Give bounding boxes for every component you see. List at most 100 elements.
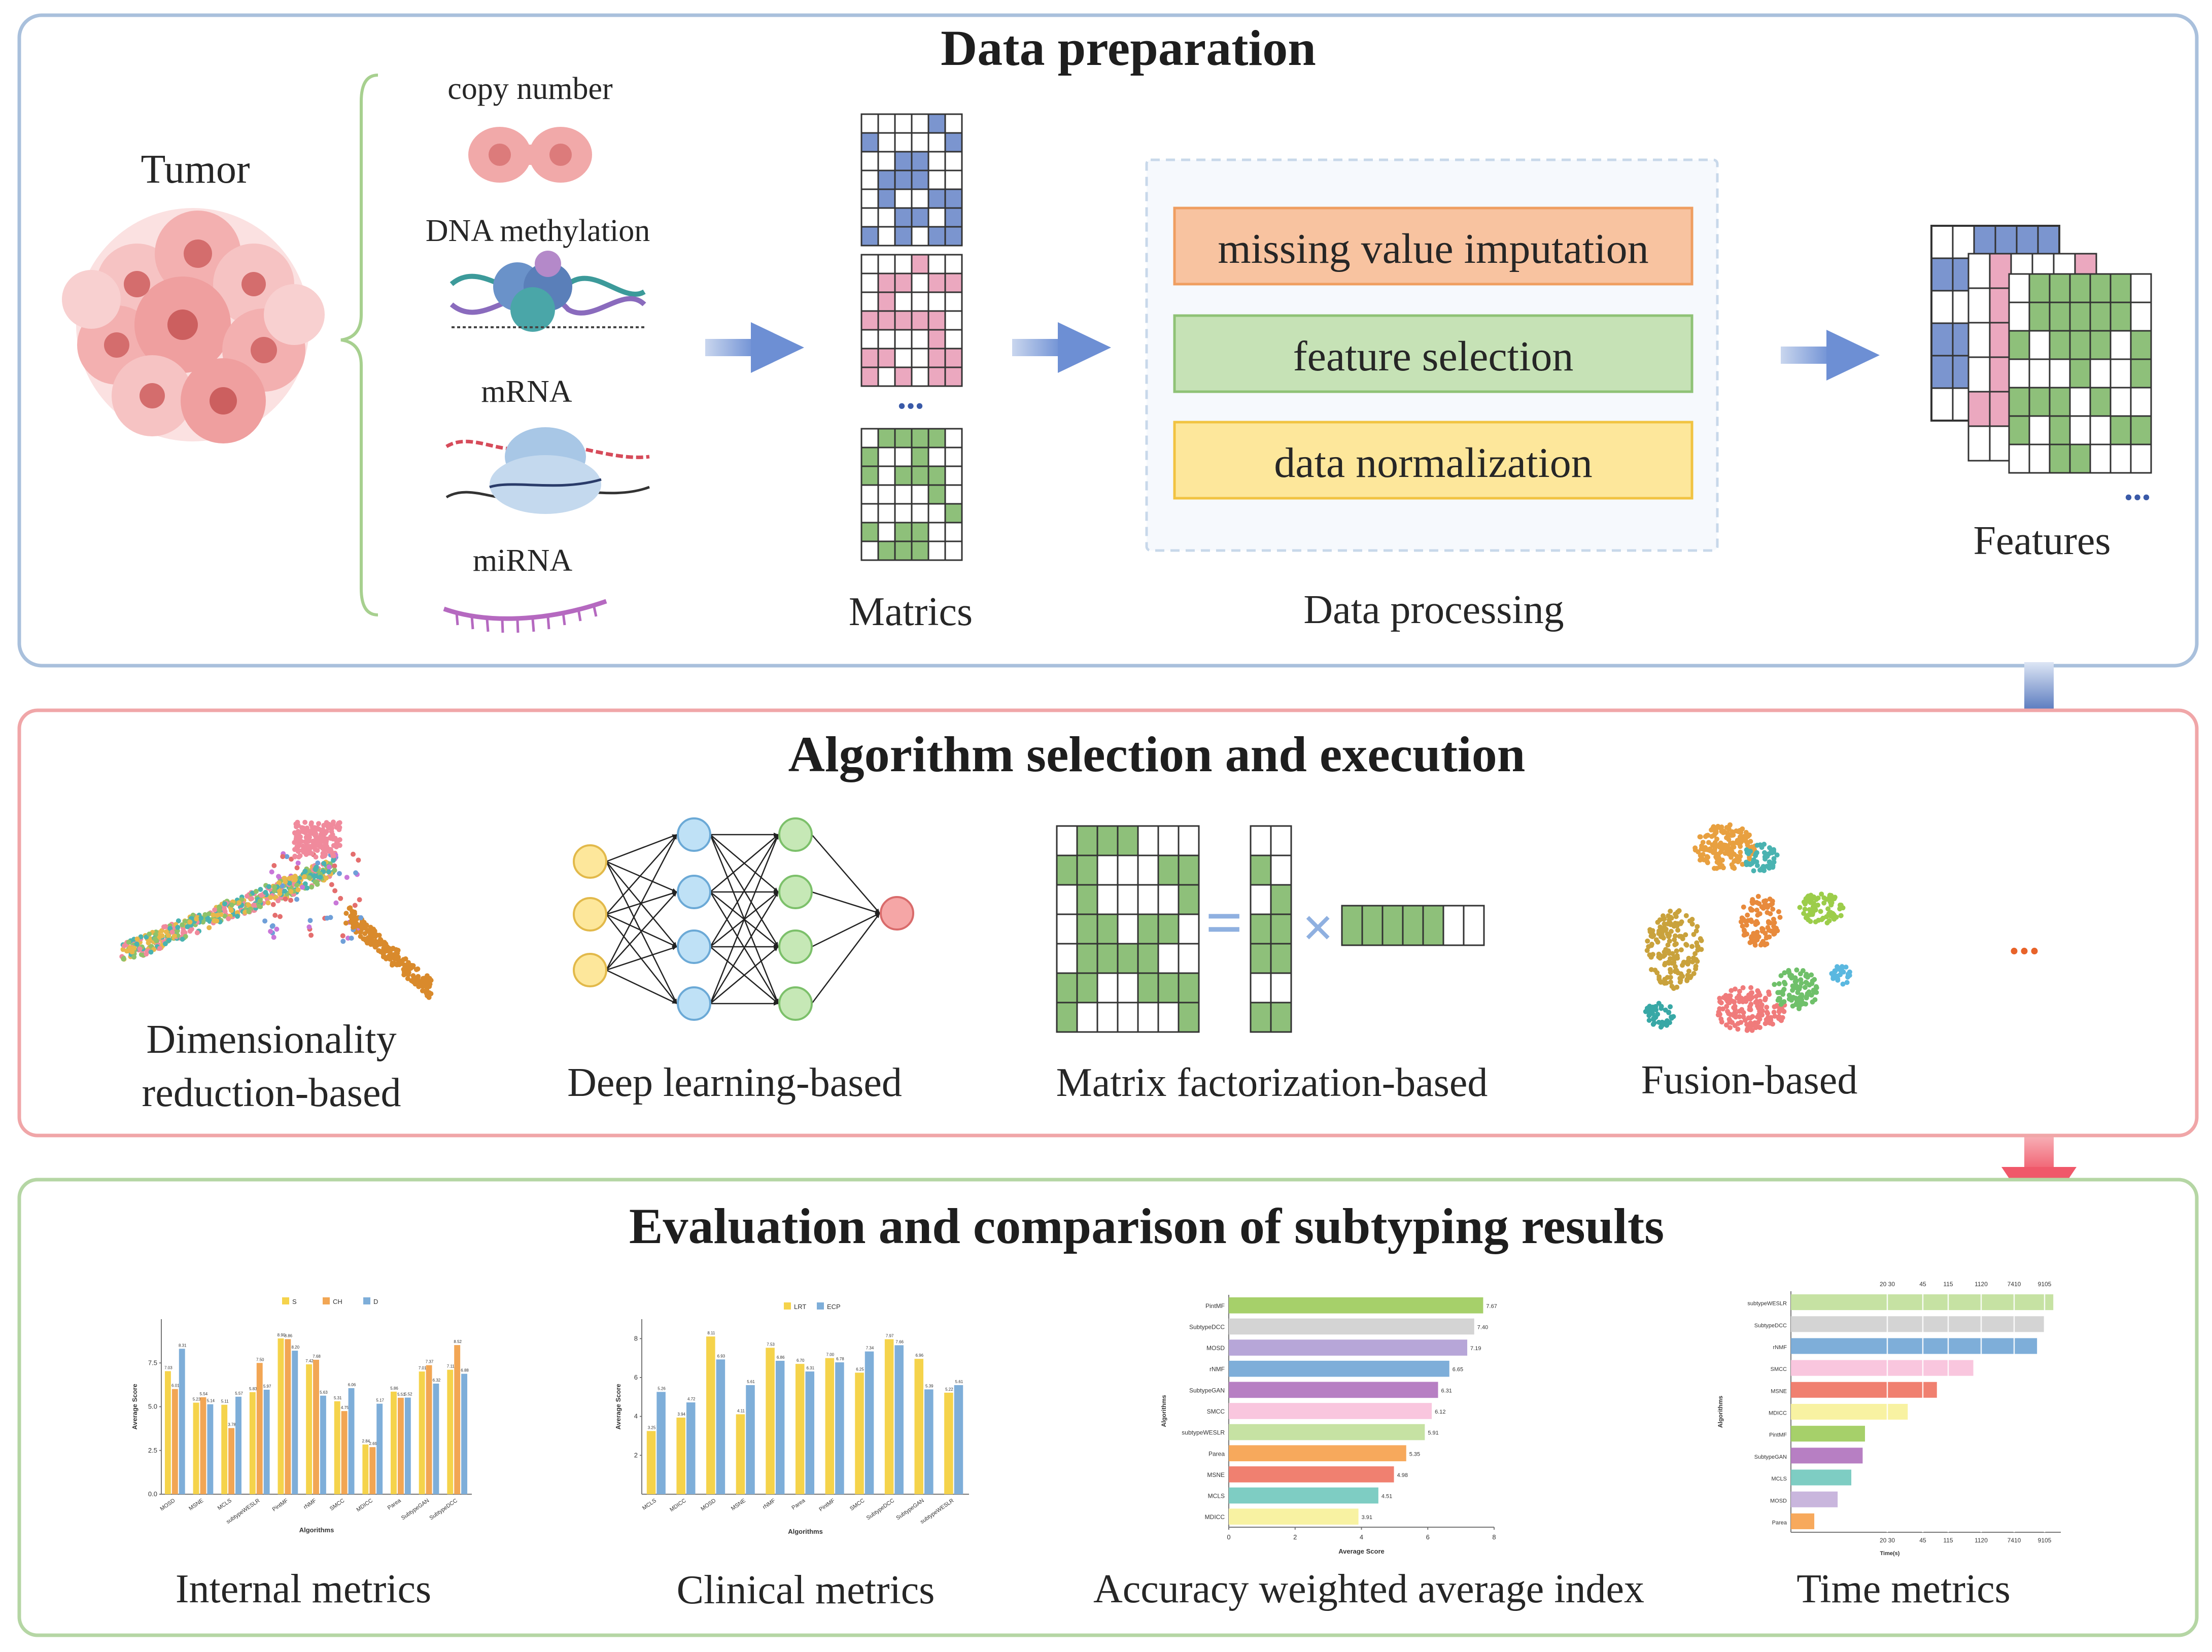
- scatter-point: [1668, 922, 1673, 927]
- methods-ellipsis: ...: [2009, 918, 2040, 963]
- scatter-point: [358, 930, 363, 935]
- matrix-cell: [894, 291, 913, 312]
- scatter-point: [302, 874, 307, 879]
- scatter-point: [1737, 988, 1742, 994]
- scatter-point: [1825, 906, 1831, 912]
- matrix-cell: [927, 348, 946, 368]
- bar: [686, 1402, 696, 1494]
- matrix-cell: [1056, 943, 1078, 974]
- data-label: 5.22: [945, 1387, 953, 1392]
- bar: [461, 1373, 468, 1494]
- y-tick-label: Parea: [1772, 1520, 1787, 1526]
- scatter-point: [1714, 836, 1719, 842]
- scatter-point: [159, 928, 164, 934]
- scatter-point: [257, 904, 262, 909]
- matrix-cell: [2089, 358, 2112, 389]
- tumor-label: Tumor: [141, 147, 250, 192]
- scatter-point: [1675, 927, 1681, 933]
- scatter-point: [351, 924, 356, 930]
- matrix-cell: [927, 132, 946, 153]
- matrix-cell: [2028, 358, 2051, 389]
- matrix-cell: [894, 113, 913, 134]
- matrix-cell: [1402, 905, 1424, 946]
- data-label: 5.17: [376, 1398, 384, 1403]
- scatter-point: [272, 913, 278, 918]
- scatter-point: [1718, 1016, 1724, 1022]
- scatter-point: [1750, 1014, 1755, 1019]
- scatter-point: [1657, 979, 1663, 984]
- scatter-point: [349, 936, 354, 941]
- scatter-point: [1838, 913, 1844, 918]
- y-tick-label: subtypeWESLR: [1747, 1301, 1787, 1307]
- scatter-point: [1749, 934, 1754, 939]
- scatter-point: [124, 948, 129, 954]
- scatter-point: [1802, 907, 1808, 912]
- scatter-point: [1668, 915, 1674, 920]
- scatter-point: [362, 921, 367, 927]
- scatter-point: [280, 854, 286, 859]
- scatter-point: [378, 949, 384, 954]
- fusion-cluster-scatter-icon: [1643, 822, 1852, 1033]
- scatter-point: [351, 917, 356, 923]
- data-label: 5.57: [235, 1391, 243, 1396]
- y-axis-label: Algorithms: [1717, 1396, 1724, 1428]
- x-tick-label-top: 7410: [2008, 1281, 2021, 1288]
- eval-label-accuracy: Accuracy weighted average index: [1093, 1567, 1644, 1611]
- matrix-cell: [1137, 1002, 1159, 1033]
- matrix-cell: [860, 503, 879, 524]
- bar: [805, 1371, 815, 1494]
- scatter-point: [1695, 924, 1700, 930]
- scatter-point: [1691, 955, 1696, 961]
- step-feature-selection: [1173, 314, 1693, 393]
- matrix-cell: [860, 169, 879, 190]
- nn-node: [573, 897, 607, 932]
- bar: [426, 1365, 432, 1494]
- scatter-point: [1741, 927, 1747, 933]
- scatter-point: [1662, 977, 1668, 982]
- matrix-cell: [1270, 972, 1292, 1004]
- matrix-cell: [2008, 415, 2030, 445]
- data-label: 6.86: [777, 1355, 785, 1360]
- bar: [1791, 1448, 1863, 1464]
- scatter-point: [381, 954, 386, 959]
- scatter-point: [344, 875, 350, 880]
- data-label: 4.51: [1381, 1494, 1392, 1500]
- matrix-cell: [1117, 913, 1139, 945]
- scatter-point: [1775, 990, 1781, 995]
- matrix-cell: [1989, 287, 2012, 324]
- matrix-cell: [927, 113, 946, 134]
- scatter-point: [1720, 1006, 1725, 1012]
- data-label: 8.20: [291, 1345, 299, 1350]
- scatter-point: [314, 865, 319, 870]
- matrix-cell: [877, 348, 896, 368]
- scatter-point: [1805, 913, 1811, 918]
- matrix-cell: [944, 484, 963, 505]
- nn-node: [778, 817, 813, 852]
- scatter-point: [1683, 942, 1689, 947]
- matrix-cell: [2069, 358, 2091, 389]
- x-tick-label: 7410: [2008, 1537, 2021, 1544]
- scatter-point: [134, 941, 140, 947]
- scatter-point: [1737, 857, 1742, 863]
- matrix-cell: [1930, 355, 1954, 389]
- scatter-point: [1674, 941, 1679, 947]
- y-tick-label: SubtypeGAN: [1754, 1454, 1787, 1460]
- scatter-point: [134, 936, 140, 942]
- matrix-cell: [2069, 301, 2091, 332]
- scatter-point: [271, 863, 277, 868]
- matrix-cell: [2110, 415, 2132, 445]
- scatter-point: [147, 932, 152, 937]
- matrix-cell: [877, 226, 896, 247]
- scatter-point: [1669, 984, 1675, 989]
- y-tick-label: subtypeWESLR: [1182, 1429, 1225, 1436]
- scatter-point: [157, 946, 162, 951]
- matrix-cell: [944, 113, 963, 134]
- scatter-point: [1844, 980, 1850, 985]
- data-label: 7.97: [886, 1333, 894, 1338]
- scatter-point: [1814, 985, 1819, 990]
- scatter-point: [332, 868, 337, 873]
- scatter-point: [1771, 1010, 1777, 1015]
- data-label: 3.91: [1362, 1515, 1372, 1521]
- nn-node: [677, 875, 711, 909]
- scatter-point: [166, 938, 172, 943]
